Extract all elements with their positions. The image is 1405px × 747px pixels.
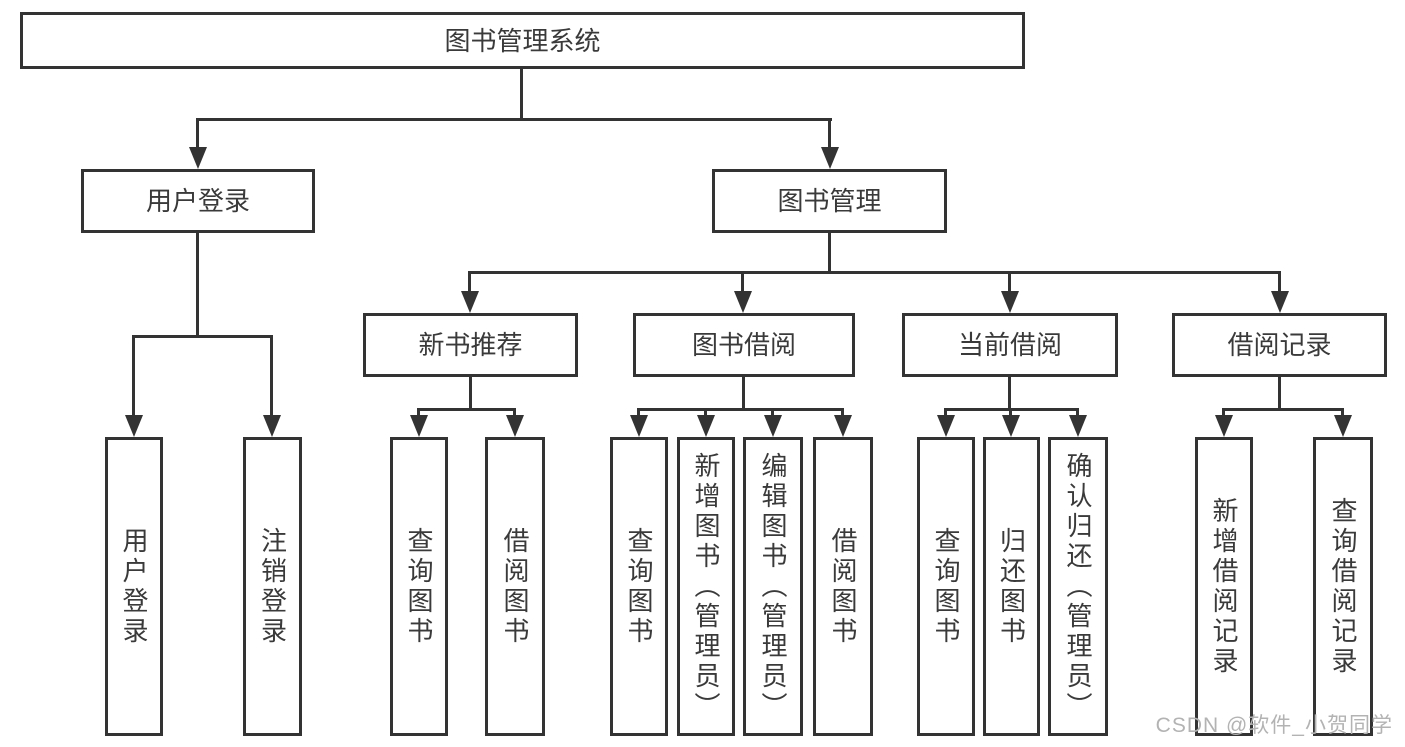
connector-line: [468, 271, 1281, 274]
arrow-down-icon: [125, 415, 143, 437]
arrow-down-icon: [1001, 291, 1019, 313]
connector-line: [828, 233, 831, 274]
node-borrow-records: 借阅记录: [1172, 313, 1387, 377]
connector-line: [704, 408, 707, 418]
arrow-down-icon: [506, 415, 524, 437]
arrow-down-icon: [734, 291, 752, 313]
arrow-down-icon: [821, 147, 839, 169]
leaf-add-borrow-record: 新增借阅记录: [1195, 437, 1253, 736]
connector-line: [196, 118, 199, 150]
connector-line: [417, 408, 420, 418]
arrow-down-icon: [189, 147, 207, 169]
arrow-down-icon: [764, 415, 782, 437]
leaf-edit-books-admin: 编辑图书（管理员）: [743, 437, 803, 736]
connector-line: [417, 408, 516, 411]
connector-line: [1341, 408, 1344, 418]
connector-line: [1278, 377, 1281, 411]
connector-line: [196, 118, 832, 121]
arrow-down-icon: [263, 415, 281, 437]
connector-line: [1008, 377, 1011, 411]
leaf-return-books: 归还图书: [983, 437, 1040, 736]
connector-line: [469, 377, 472, 411]
leaf-query-borrow-record: 查询借阅记录: [1313, 437, 1373, 736]
connector-line: [132, 335, 273, 338]
connector-line: [841, 408, 844, 418]
node-new-book-recommend: 新书推荐: [363, 313, 578, 377]
connector-line: [132, 335, 135, 417]
connector-line: [742, 377, 745, 411]
leaf-query-books-3: 查询图书: [917, 437, 975, 736]
arrow-down-icon: [410, 415, 428, 437]
node-book-management: 图书管理: [712, 169, 947, 233]
leaf-logout: 注销登录: [243, 437, 302, 736]
arrow-down-icon: [1002, 415, 1020, 437]
leaf-borrow-books-2: 借阅图书: [813, 437, 873, 736]
leaf-query-books-1: 查询图书: [390, 437, 448, 736]
arrow-down-icon: [834, 415, 852, 437]
node-book-borrow: 图书借阅: [633, 313, 855, 377]
arrow-down-icon: [630, 415, 648, 437]
leaf-user-login: 用户登录: [105, 437, 163, 736]
connector-line: [1222, 408, 1225, 418]
leaf-query-books-2: 查询图书: [610, 437, 668, 736]
leaf-borrow-books-1: 借阅图书: [485, 437, 545, 736]
arrow-down-icon: [1215, 415, 1233, 437]
connector-line: [468, 271, 471, 293]
arrow-down-icon: [937, 415, 955, 437]
connector-line: [944, 408, 947, 418]
connector-line: [771, 408, 774, 418]
connector-line: [520, 69, 523, 121]
leaf-add-books-admin: 新增图书（管理员）: [677, 437, 735, 736]
connector-line: [637, 408, 640, 418]
connector-line: [1278, 271, 1281, 293]
arrow-down-icon: [697, 415, 715, 437]
connector-line: [270, 335, 273, 417]
arrow-down-icon: [1334, 415, 1352, 437]
connector-line: [196, 233, 199, 335]
node-current-borrow: 当前借阅: [902, 313, 1118, 377]
connector-line: [741, 271, 744, 293]
connector-line: [1008, 271, 1011, 293]
connector-line: [513, 408, 516, 418]
node-user-login: 用户登录: [81, 169, 315, 233]
arrow-down-icon: [461, 291, 479, 313]
connector-line: [1009, 408, 1012, 418]
connector-line: [1222, 408, 1344, 411]
node-root-system: 图书管理系统: [20, 12, 1025, 69]
connector-line: [1076, 408, 1079, 418]
watermark: CSDN @软件_小贺同学: [1155, 714, 1393, 737]
leaf-confirm-return-admin: 确认归还（管理员）: [1048, 437, 1108, 736]
arrow-down-icon: [1069, 415, 1087, 437]
connector-line: [637, 408, 844, 411]
arrow-down-icon: [1271, 291, 1289, 313]
connector-line: [828, 118, 831, 150]
